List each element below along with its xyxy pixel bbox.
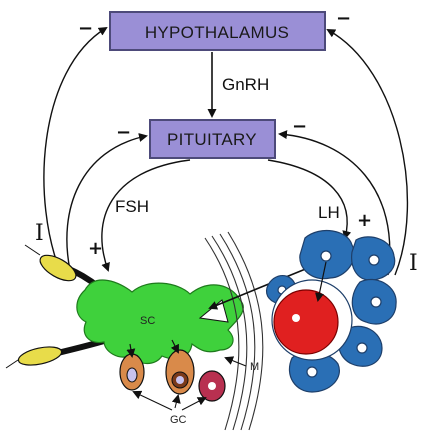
germ-cell-3 <box>199 371 225 401</box>
minus-sign-pituitary-right: − <box>292 116 307 137</box>
hypothalamus-box: HYPOTHALAMUS <box>110 12 325 50</box>
gc-label: GC <box>170 414 187 426</box>
pituitary-box: PITUITARY <box>150 120 275 158</box>
sertoli-cell: SC <box>77 280 243 363</box>
red-cell <box>272 280 352 360</box>
minus-sign-hypothalamus-right: − <box>336 8 351 29</box>
minus-sign-hypothalamus-left: − <box>78 18 93 39</box>
plus-sign-lh: + <box>357 210 372 231</box>
m-pointer-arrow <box>226 358 246 366</box>
pituitary-label: PITUITARY <box>167 130 257 149</box>
roman-numeral-left: I <box>35 221 44 246</box>
hypothalamus-label: HYPOTHALAMUS <box>145 23 289 42</box>
gc-pointer-lines <box>134 392 205 410</box>
lh-label: LH <box>318 203 340 222</box>
gnrh-label: GnRH <box>222 75 269 94</box>
minus-sign-pituitary-left: − <box>116 122 131 143</box>
germ-cell-1 <box>120 354 144 390</box>
germ-cell-2 <box>166 350 194 394</box>
roman-numeral-right: I <box>409 251 418 276</box>
m-label: M <box>250 361 259 373</box>
sc-label: SC <box>140 315 155 327</box>
lh-arrow <box>268 160 347 238</box>
fsh-label: FSH <box>115 197 149 216</box>
plus-sign-fsh: + <box>88 238 103 259</box>
